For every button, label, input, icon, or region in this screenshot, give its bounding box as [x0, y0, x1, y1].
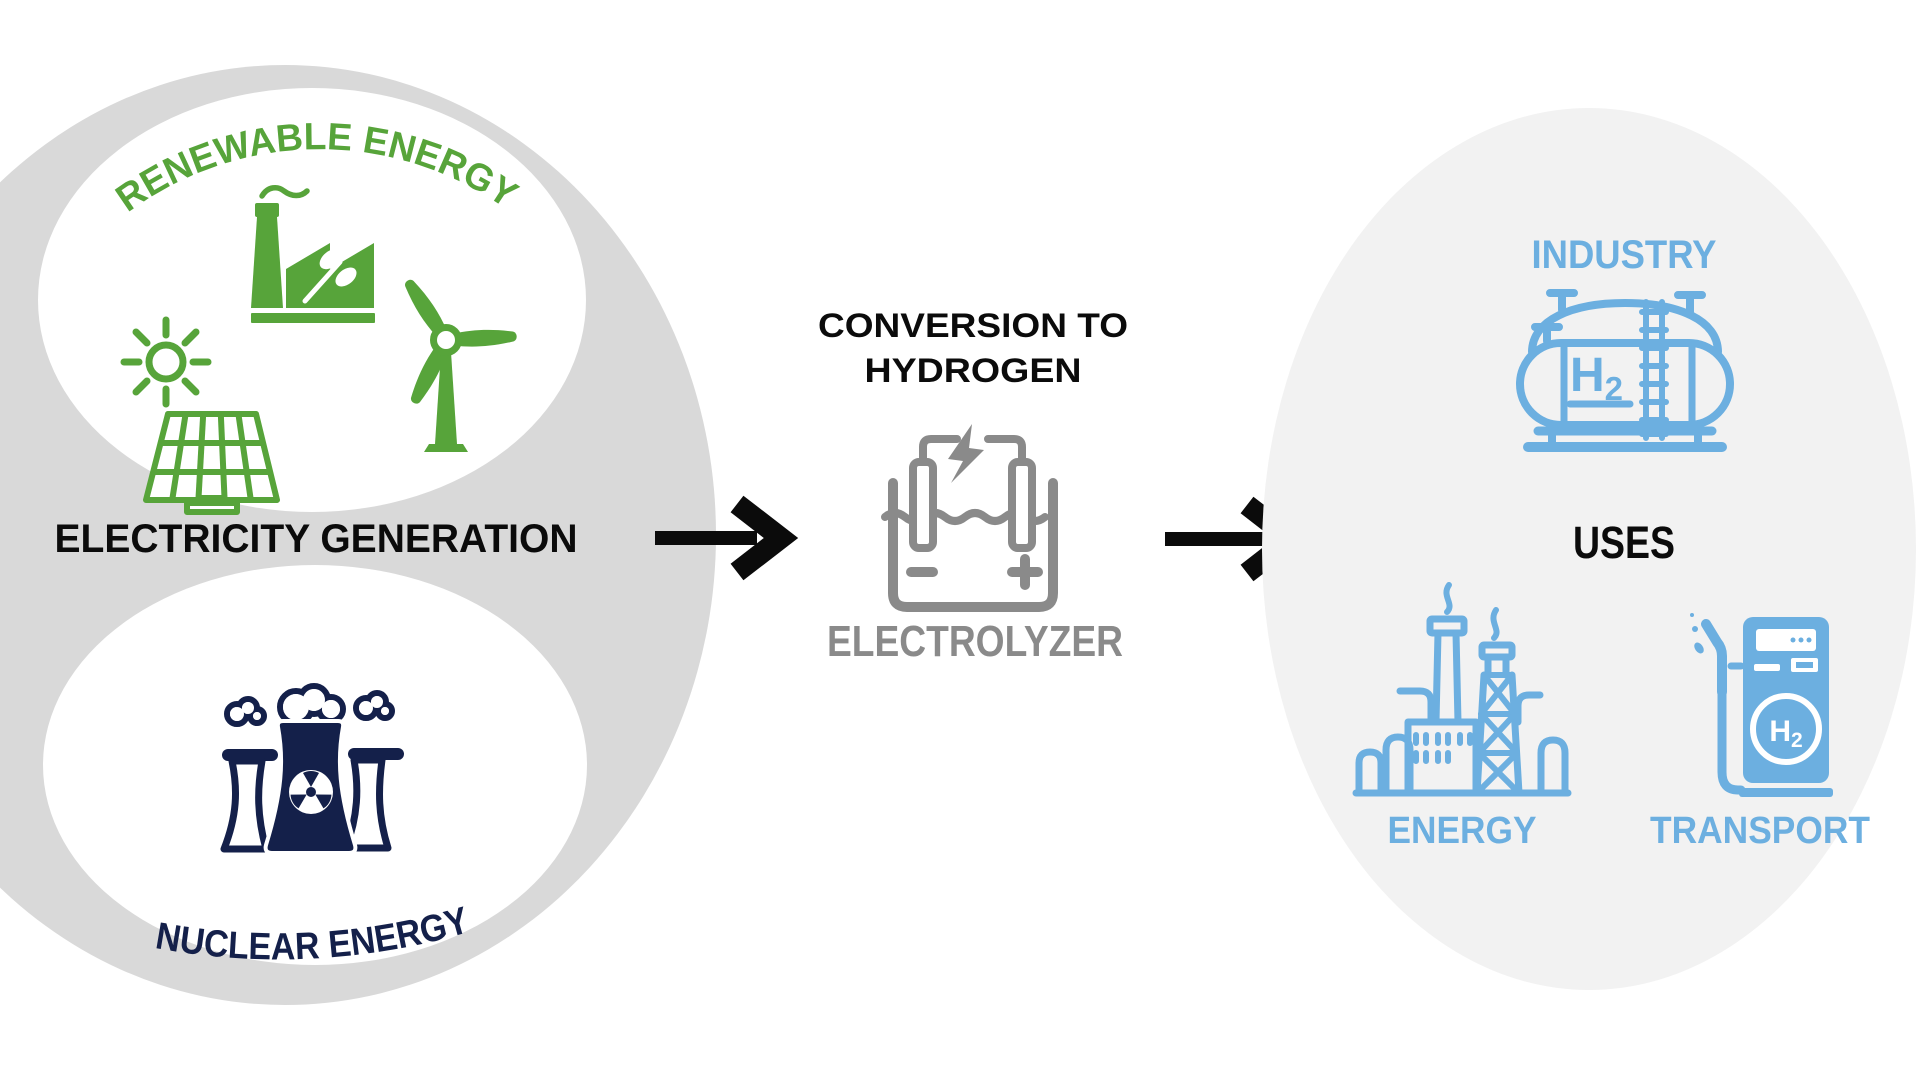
tank-h2-base: H: [1570, 349, 1605, 402]
tank-h2-sub: 2: [1605, 370, 1623, 407]
solar-panel-icon: [143, 411, 280, 515]
energy-label: ENERGY: [1388, 810, 1537, 852]
conversion-title-line2: HYDROGEN: [865, 352, 1082, 390]
sun-icon: [120, 316, 212, 408]
refinery-icon: [1352, 582, 1572, 797]
h2-storage-tank-icon: [1516, 289, 1734, 452]
conversion-group: CONVERSION TO HYDROGEN ELECTROLYZER: [818, 307, 1128, 666]
uses-title: USES: [1573, 517, 1675, 568]
transport-label: TRANSPORT: [1650, 810, 1870, 852]
conversion-title-line1: CONVERSION TO: [818, 307, 1128, 345]
windows: [1413, 732, 1473, 764]
leaf-cutout: [302, 248, 357, 304]
electrode-negative-sign: [906, 567, 938, 577]
biomass-factory-icon: [251, 185, 375, 323]
electrolyzer-icon: [881, 424, 1058, 612]
h2-fuel-pump-icon: H2: [1690, 613, 1833, 797]
ladder: [1639, 299, 1669, 441]
electricity-generation-title: ELECTRICITY GENERATION: [55, 517, 578, 561]
steam-cloud-left: [224, 696, 267, 727]
uses-group: INDUSTRY H2 USES: [1262, 108, 1916, 990]
radiation-symbol: [289, 770, 333, 814]
pump-h2-sub: 2: [1791, 729, 1803, 752]
industry-label: INDUSTRY: [1532, 233, 1717, 277]
lightning-bolt-icon: [948, 424, 984, 483]
electrode-positive-sign: [1007, 554, 1043, 590]
flow-arrow-1: [655, 495, 799, 581]
wind-turbine-icon: [404, 279, 517, 452]
tank-h2-label: H2: [1570, 349, 1623, 407]
steam-cloud-right: [353, 690, 395, 721]
nuclear-plant-icon: [220, 683, 404, 855]
pump-h2-base: H: [1769, 715, 1791, 748]
steam-cloud-big: [277, 683, 346, 726]
electrolyzer-label: ELECTROLYZER: [827, 617, 1123, 666]
electricity-generation-group: RENEWABLE ENERGY NUCLEAR ENERGY: [0, 65, 716, 1005]
pump-h2-label: H2: [1769, 715, 1802, 752]
